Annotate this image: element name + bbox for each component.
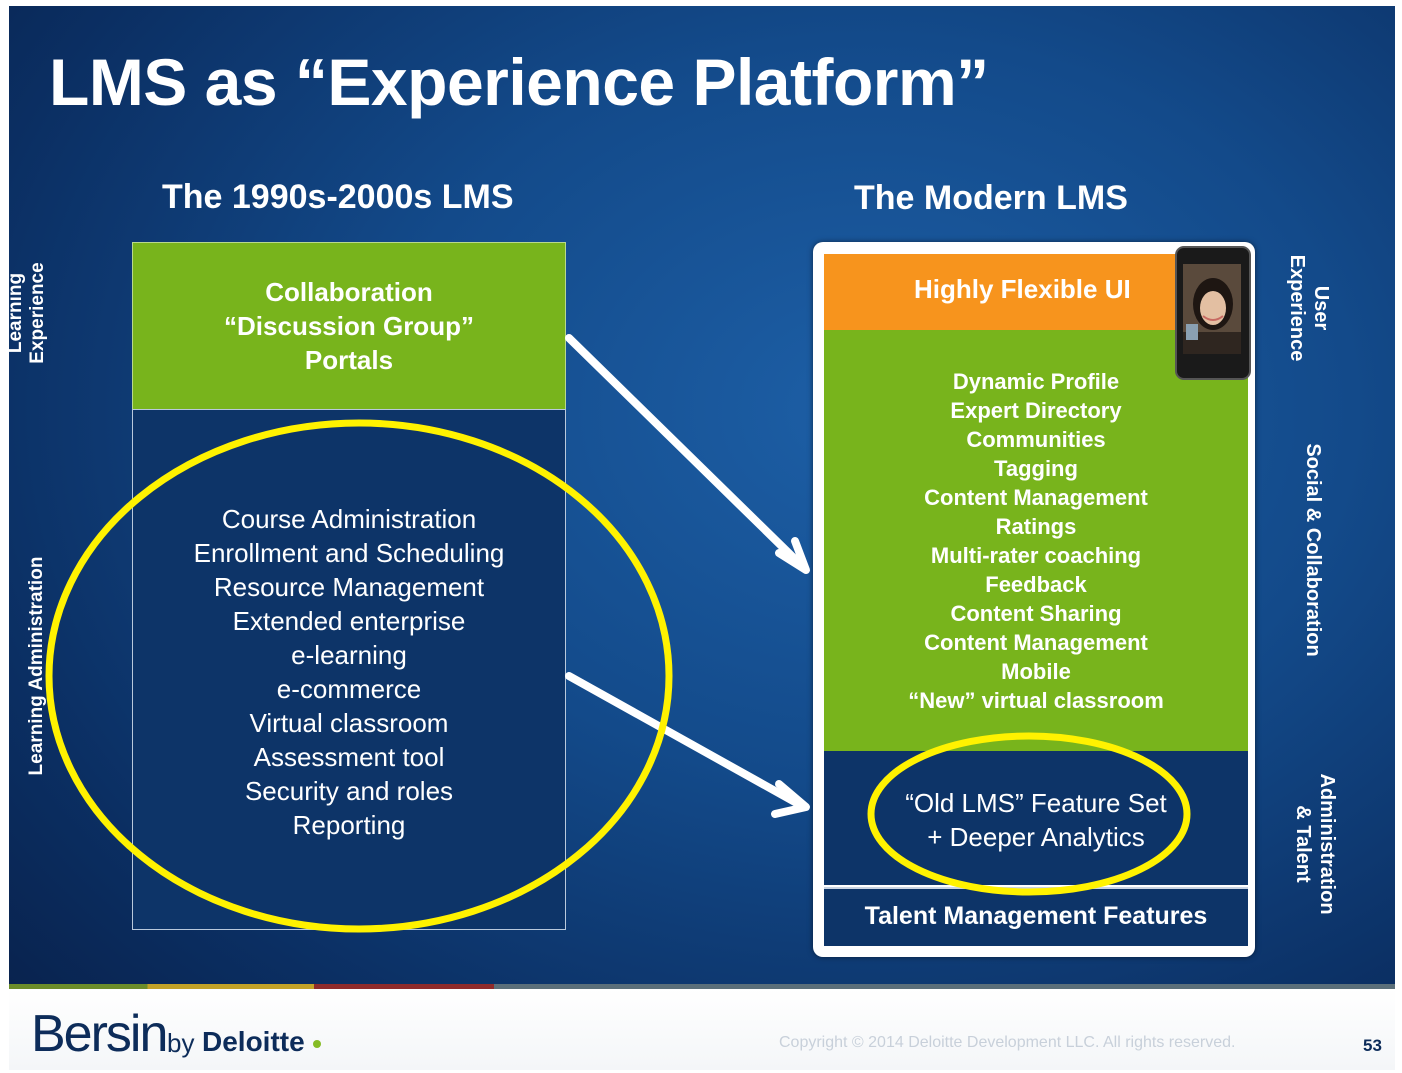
modern-feature-item: Content Management: [924, 485, 1148, 510]
modern-lms-heading: The Modern LMS: [854, 179, 1128, 217]
bersin-logo: Bersin: [31, 1005, 168, 1063]
modern-feature-item: “New” virtual classroom: [908, 688, 1164, 713]
old-feature-item: Virtual classroom: [249, 708, 449, 738]
old-feature-item: Resource Management: [213, 572, 485, 602]
copyright-text: Copyright © 2014 Deloitte Development LL…: [779, 1034, 1236, 1051]
modern-feature-item: Content Sharing: [950, 601, 1122, 626]
footer-divider: [9, 984, 1395, 989]
modern-feature-item: Expert Directory: [950, 398, 1122, 423]
label-line: Experience: [1286, 254, 1308, 362]
learning-experience-label: Learning Experience: [9, 262, 49, 363]
modern-feature-item: Dynamic Profile: [952, 369, 1120, 394]
modern-feature-item: Tagging: [994, 456, 1078, 481]
old-collaboration-box: Collaboration “Discussion Group” Portals: [132, 242, 566, 410]
old-feature-item: Reporting: [292, 810, 406, 840]
old-top-line: Collaboration: [265, 277, 433, 307]
label-line: Learning: [9, 272, 26, 354]
old-feature-item: Course Administration: [221, 504, 477, 534]
label-line: & Talent: [1292, 805, 1314, 883]
page-number: 53: [1363, 1036, 1382, 1055]
label-line: Administration: [1316, 773, 1338, 915]
modern-feature-item: Feedback: [985, 572, 1087, 597]
old-feature-item: e-learning: [291, 640, 407, 670]
label-line: Experience: [27, 262, 48, 364]
old-feature-item: Security and roles: [244, 776, 454, 806]
talent-management-label: Talent Management Features: [864, 902, 1208, 930]
old-feature-set-text: “Old LMS” Feature Set + Deeper Analytics: [824, 786, 1248, 854]
phone-screen-image: [1183, 264, 1241, 354]
slide: LMS as “Experience Platform” The 1990s-2…: [9, 6, 1395, 1070]
old-feature-item: Extended enterprise: [232, 606, 466, 636]
modern-feature-item: Mobile: [1001, 659, 1071, 684]
administration-talent-label: Administration & Talent: [1291, 773, 1339, 914]
label-line: User: [1310, 285, 1332, 331]
footer: [9, 988, 1395, 1070]
old-feature-item: Assessment tool: [253, 742, 445, 772]
modern-social-band: [824, 330, 1248, 751]
old-feature-item: e-commerce: [276, 674, 422, 704]
arrow-bottom: [565, 672, 810, 818]
user-experience-label: User Experience: [1285, 255, 1333, 362]
modern-feature-item: Multi-rater coaching: [930, 543, 1142, 568]
navy-line: + Deeper Analytics: [927, 822, 1145, 852]
modern-feature-item: Ratings: [995, 514, 1077, 539]
flexible-ui-label: Highly Flexible UI: [914, 274, 1131, 304]
social-collaboration-label: Social & Collaboration: [1302, 443, 1324, 657]
old-feature-item: Enrollment and Scheduling: [193, 538, 505, 568]
video-call-face-icon: [1183, 264, 1241, 354]
modern-feature-list: Dynamic Profile Expert Directory Communi…: [824, 367, 1248, 715]
old-feature-list: Course Administration Enrollment and Sch…: [132, 502, 566, 842]
old-top-line: Portals: [304, 345, 394, 375]
deloitte-dot-icon: [313, 1040, 321, 1048]
slide-title: LMS as “Experience Platform”: [49, 45, 989, 119]
navy-line: “Old LMS” Feature Set: [905, 788, 1167, 818]
learning-administration-label: Learning Administration: [26, 556, 47, 776]
modern-feature-item: Communities: [966, 427, 1106, 452]
arrow-top: [565, 334, 810, 574]
deloitte-logo: Deloitte: [202, 1026, 305, 1057]
old-lms-heading: The 1990s-2000s LMS: [162, 178, 514, 216]
modern-feature-item: Content Management: [924, 630, 1148, 655]
logo-by-text: by: [167, 1028, 195, 1058]
old-top-line: “Discussion Group”: [224, 311, 474, 341]
